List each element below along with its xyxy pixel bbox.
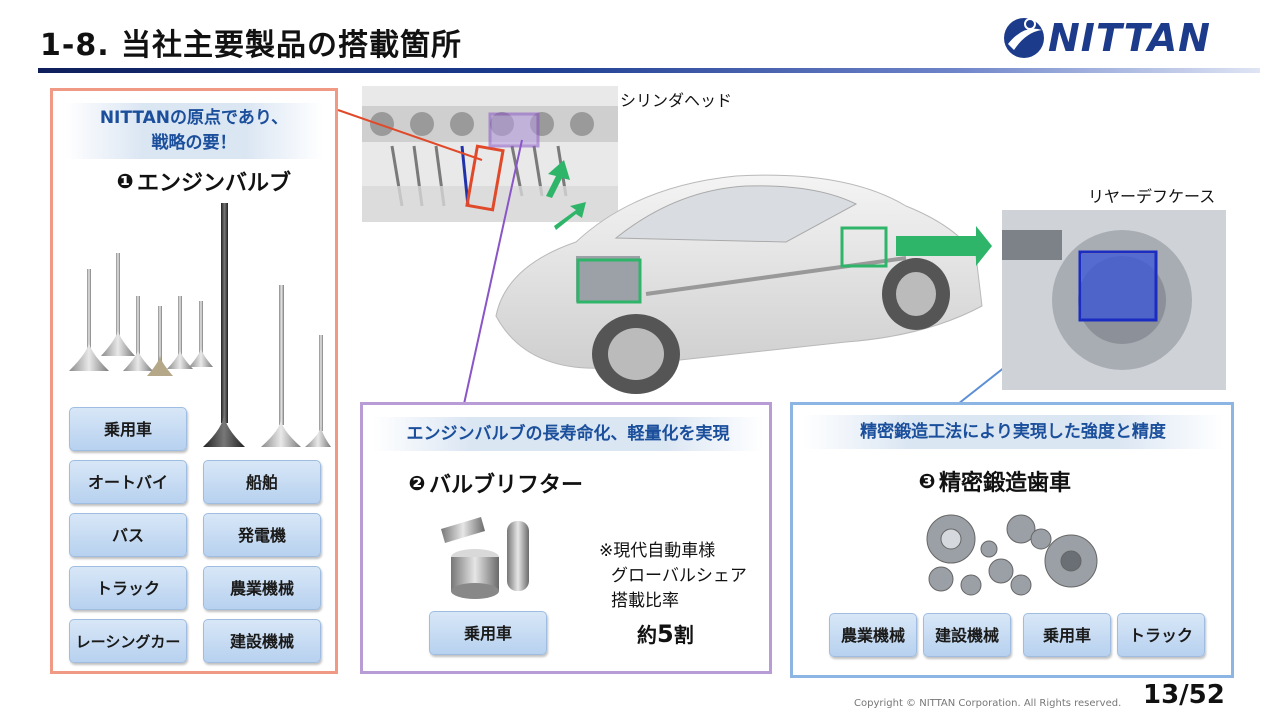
app-passenger-gear: 乗用車 <box>1023 613 1111 657</box>
forged-gear-title: 精密鍛造歯車 <box>939 471 1072 496</box>
rear-diff-label: リヤーデフケース <box>1088 187 1216 206</box>
market-share-value: 約5割 <box>637 619 694 648</box>
share-suffix: 割 <box>673 623 694 647</box>
valve-lifter-title: バルブリフター <box>429 473 584 498</box>
number-2-badge: ❷ <box>408 471 426 495</box>
number-3-badge: ❸ <box>918 469 936 493</box>
app-construction-gear: 建設機械 <box>923 613 1011 657</box>
note-line-2: グローバルシェア <box>611 566 747 586</box>
valve-lifter-image <box>441 517 529 599</box>
number-1-badge: ❶ <box>116 169 134 193</box>
cylinder-head-label: シリンダヘッド <box>620 91 733 110</box>
page-number: 13/52 <box>1143 680 1225 710</box>
engine-valves-image <box>69 203 331 447</box>
app-generator: 発電機 <box>203 513 321 557</box>
logo-text: NITTAN <box>1048 16 1211 60</box>
app-agricultural-machinery: 農業機械 <box>203 566 321 610</box>
app-truck-gear: トラック <box>1117 613 1205 657</box>
forged-gear-banner: 精密鍛造工法により実現した強度と精度 <box>803 415 1223 449</box>
page-title: 1-8. 当社主要製品の搭載箇所 <box>40 28 463 63</box>
app-racing-car: レーシングカー <box>69 619 187 663</box>
app-passenger-car: 乗用車 <box>69 407 187 451</box>
share-prefix: 約 <box>637 623 657 647</box>
app-agricultural-gear: 農業機械 <box>829 613 917 657</box>
share-number: 5 <box>657 620 674 648</box>
nittan-logo: NITTAN <box>1000 12 1260 66</box>
copyright-text: Copyright © NITTAN Corporation. All Righ… <box>854 698 1122 709</box>
rear-diff-case-image <box>1002 210 1226 390</box>
app-construction-machinery: 建設機械 <box>203 619 321 663</box>
banner-line-2: 戦略の要！ <box>151 133 237 153</box>
banner-line-1: NITTANの原点であり、 <box>99 108 289 128</box>
app-passenger-car-lifter: 乗用車 <box>429 611 547 655</box>
title-divider <box>38 68 1260 73</box>
market-share-note: ※現代自動車様 グローバルシェア 搭載比率 <box>599 539 747 614</box>
logo-mark-icon <box>1004 18 1044 58</box>
app-motorcycle: オートバイ <box>69 460 187 504</box>
note-line-1: ※現代自動車様 <box>599 541 716 561</box>
forged-gears-image <box>926 514 1098 596</box>
cylinder-head-image <box>362 86 618 222</box>
valve-lifter-banner: エンジンバルブの長寿命化、軽量化を実現 <box>373 417 763 451</box>
app-ship: 船舶 <box>203 460 321 504</box>
engine-valve-title: エンジンバルブ <box>137 171 292 196</box>
note-line-3: 搭載比率 <box>611 591 679 611</box>
engine-valve-banner: NITTANの原点であり、 戦略の要！ <box>65 103 323 159</box>
app-bus: バス <box>69 513 187 557</box>
app-truck: トラック <box>69 566 187 610</box>
car-image <box>495 160 992 394</box>
